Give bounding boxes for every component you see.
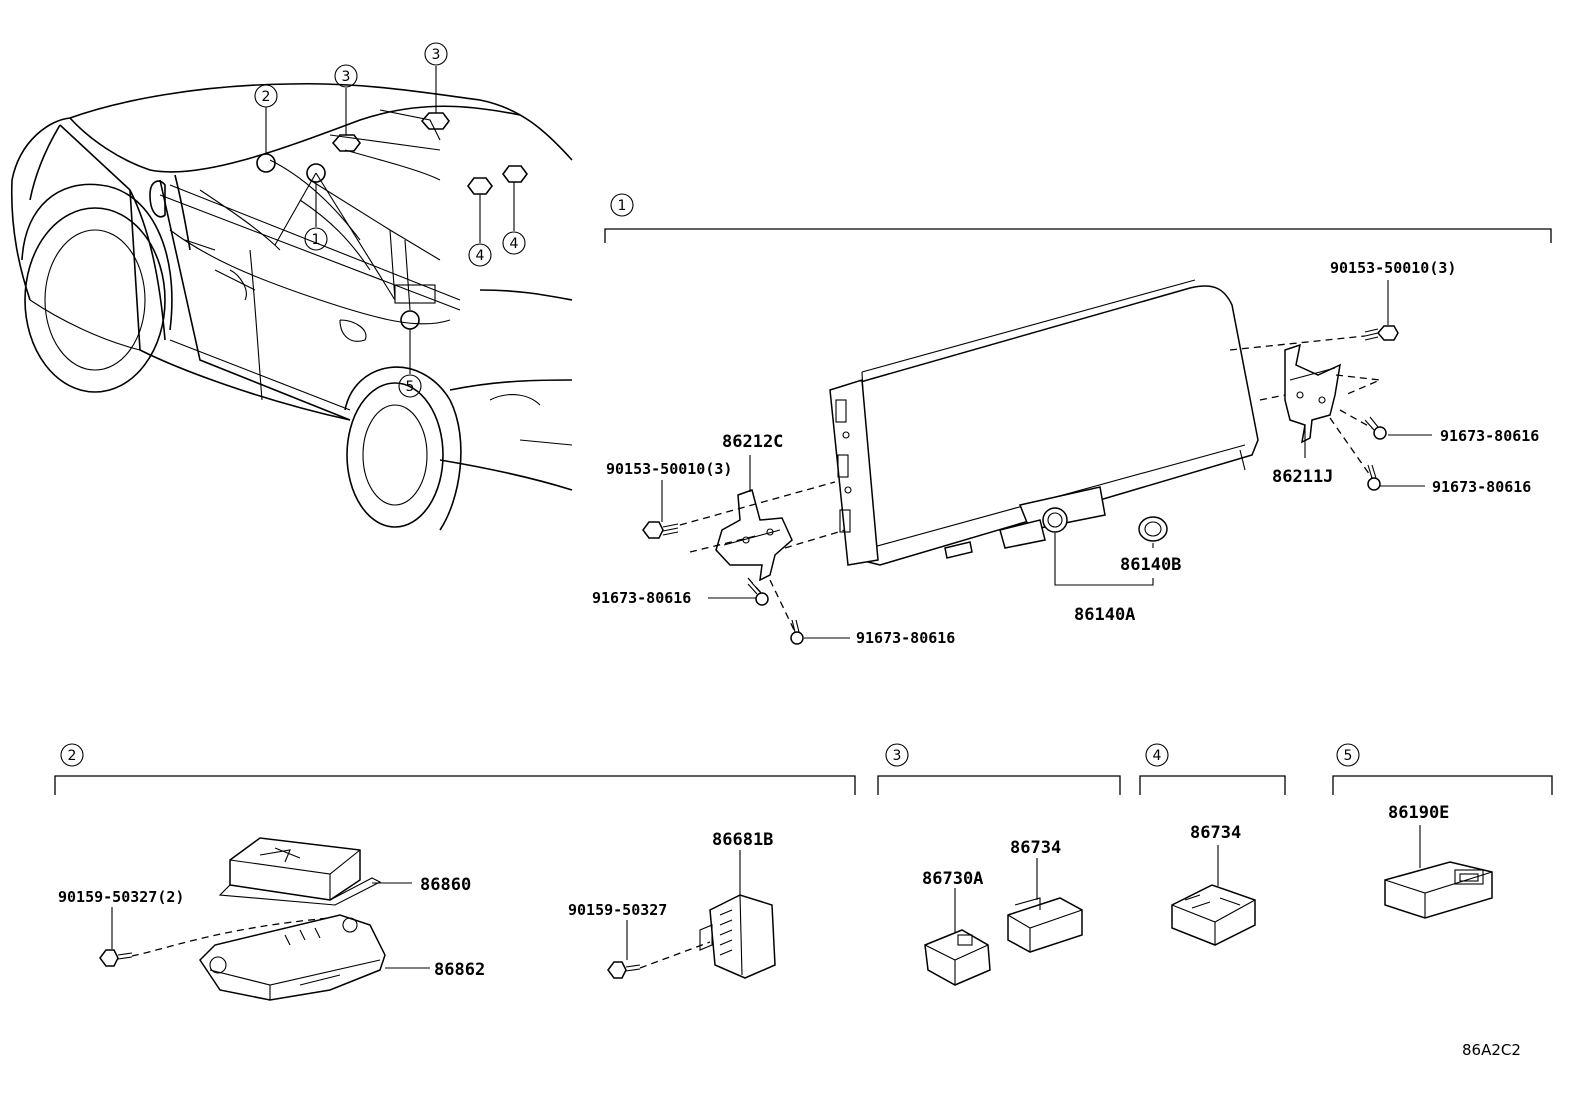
label-86734-group4: 86734 — [1190, 823, 1241, 843]
label-86681b: 86681B — [712, 830, 773, 850]
group-5-header: 5 — [1332, 743, 1553, 795]
label-86190e: 86190E — [1388, 803, 1449, 823]
label-86734-group3: 86734 — [1010, 838, 1061, 858]
bracket-86211j — [1284, 343, 1341, 444]
svg-text:1: 1 — [618, 198, 627, 214]
usb-socket-86190e — [1384, 861, 1493, 919]
callout-3a: 3 — [334, 64, 358, 88]
label-90159-50327-2: 90159-50327(2) — [58, 888, 184, 906]
callout-4b: 4 — [502, 231, 526, 255]
screw-90153-left — [642, 521, 679, 539]
label-91673-r1: 91673-80616 — [1440, 427, 1539, 445]
svg-text:3: 3 — [432, 47, 441, 63]
module-marker-2 — [256, 153, 276, 173]
screw-91673-r2 — [1367, 464, 1381, 491]
label-90153-right: 90153-50010(3) — [1330, 259, 1456, 277]
callout-4a: 4 — [468, 243, 492, 267]
svg-text:4: 4 — [1153, 748, 1162, 764]
module-marker-4b — [502, 165, 528, 183]
screw-90159-2 — [99, 949, 133, 967]
module-marker-3b — [420, 112, 450, 130]
label-86140b: 86140B — [1120, 555, 1181, 575]
module-86734-a — [1007, 897, 1083, 953]
svg-text:5: 5 — [406, 379, 415, 395]
bracket-86862 — [199, 914, 386, 1001]
svg-text:2: 2 — [68, 748, 77, 764]
screw-91673-l1 — [747, 582, 769, 606]
callout-3b: 3 — [424, 42, 448, 66]
label-91673-r2: 91673-80616 — [1432, 478, 1531, 496]
group-2-header: 2 — [54, 743, 856, 795]
label-91673-l2: 91673-80616 — [856, 629, 955, 647]
screw-90159 — [607, 961, 641, 979]
knob-86140b — [1138, 516, 1168, 542]
screw-91673-l2 — [790, 619, 804, 645]
label-90153-left: 90153-50010(3) — [606, 460, 732, 478]
svg-text:5: 5 — [1344, 748, 1353, 764]
module-86734-b — [1171, 884, 1256, 946]
svg-text:2: 2 — [262, 89, 271, 105]
label-86862: 86862 — [434, 960, 485, 980]
label-86140a: 86140A — [1074, 605, 1135, 625]
svg-text:3: 3 — [342, 69, 351, 85]
screw-91673-r1 — [1364, 416, 1387, 440]
callout-5: 5 — [398, 374, 422, 398]
display-unit — [829, 279, 1259, 566]
ecu-86860 — [218, 837, 382, 906]
group-4-header: 4 — [1139, 743, 1286, 795]
callout-1: 1 — [304, 227, 328, 251]
label-86212c: 86212C — [722, 432, 783, 452]
module-86730a — [924, 929, 991, 986]
label-86860: 86860 — [420, 875, 471, 895]
svg-text:4: 4 — [510, 236, 519, 252]
label-86211j: 86211J — [1272, 467, 1333, 487]
module-marker-5 — [400, 310, 420, 330]
label-86730a: 86730A — [922, 869, 983, 889]
module-86681b — [699, 894, 776, 979]
vehicle-illustration: 2 3 3 1 4 4 5 — [10, 42, 573, 531]
svg-text:3: 3 — [893, 748, 902, 764]
bracket-86212c — [715, 489, 793, 582]
screw-90153-right — [1364, 325, 1399, 341]
module-marker-4a — [467, 177, 493, 195]
svg-text:4: 4 — [476, 248, 485, 264]
label-90159-50327: 90159-50327 — [568, 901, 667, 919]
callout-2: 2 — [254, 84, 278, 108]
group-1-header: 1 — [604, 193, 1552, 243]
diagram-code: 86A2C2 — [1462, 1041, 1521, 1059]
svg-text:1: 1 — [312, 232, 321, 248]
group-3-header: 3 — [877, 743, 1121, 795]
module-marker-3a — [331, 134, 361, 152]
label-91673-l1: 91673-80616 — [592, 589, 691, 607]
